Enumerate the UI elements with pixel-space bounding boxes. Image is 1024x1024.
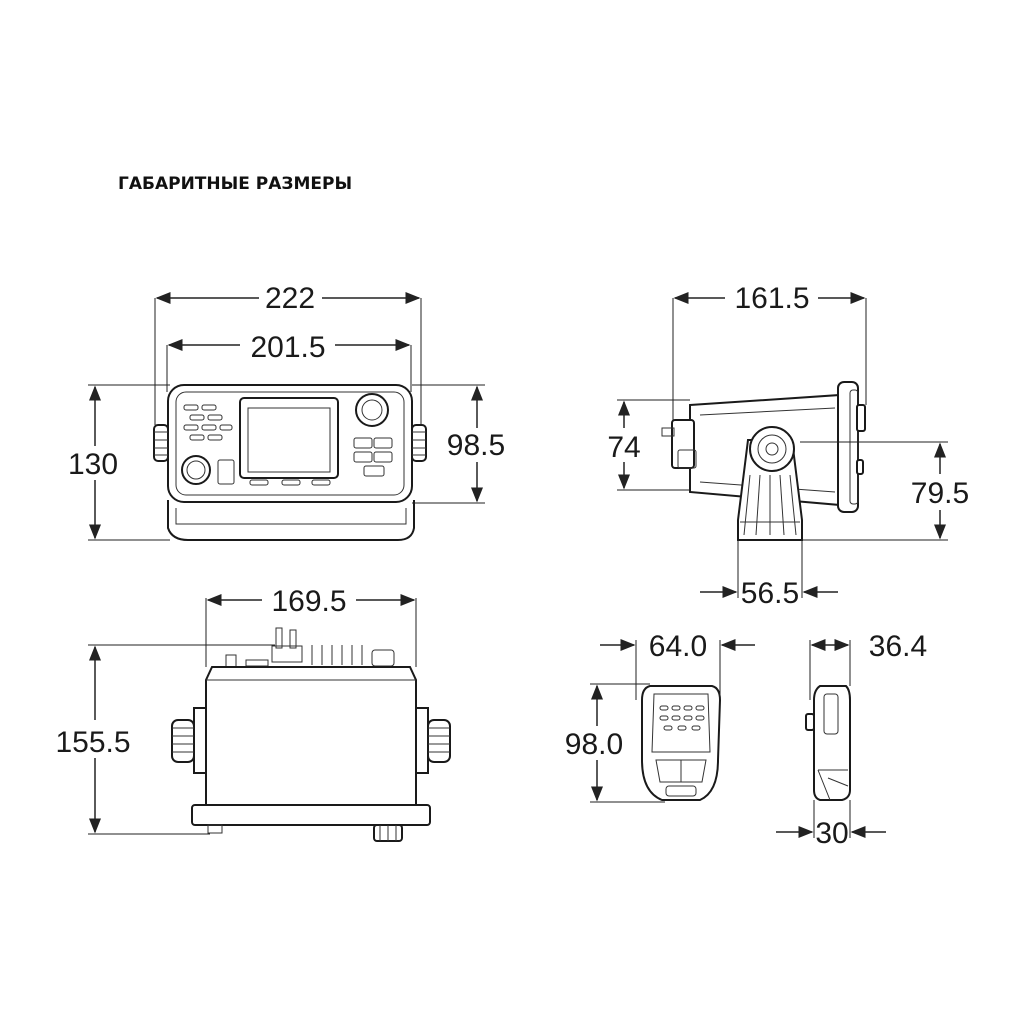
channel-knob: [355, 393, 389, 427]
microphone-front-view: [641, 685, 722, 801]
dim-front-height-body: 98.5: [447, 429, 505, 462]
front-left-knob: [153, 424, 169, 462]
top-body: [205, 666, 417, 806]
top-view: [171, 627, 451, 842]
front-right-knob: [411, 424, 427, 462]
front-view-dimensions: 222 201.5 130 98.5: [68, 282, 505, 541]
dim-top-width: 169.5: [271, 585, 346, 618]
dim-side-bracket-width: 56.5: [741, 577, 799, 610]
front-bracket: [167, 500, 415, 541]
microphone-front-dimensions: 64.0 98.0: [565, 630, 755, 803]
top-view-dimensions: 169.5 155.5: [55, 585, 417, 835]
dim-mic-width: 64.0: [649, 630, 707, 663]
front-screen: [239, 397, 339, 479]
top-right-knob: [427, 719, 451, 763]
speaker-grille: [183, 404, 233, 441]
top-left-knob: [171, 719, 195, 763]
dim-front-height-total: 130: [68, 448, 118, 481]
side-view: [661, 381, 866, 541]
microphone-side-dimensions: 36.4 30: [776, 630, 927, 850]
dim-side-height-body: 74: [607, 431, 640, 464]
microphone-side-view: [805, 685, 851, 801]
drawing-title: ГАБАРИТНЫЕ РАЗМЕРЫ: [118, 174, 353, 194]
dim-front-width-body: 201.5: [250, 331, 325, 364]
dim-side-height-bracket: 79.5: [911, 477, 969, 510]
dim-mic-height: 98.0: [565, 728, 623, 761]
side-bracket-knob: [749, 426, 795, 472]
dim-side-depth: 161.5: [734, 282, 809, 315]
mic-connector: [181, 455, 211, 485]
mic-side-body: [813, 685, 851, 801]
dim-front-width-total: 222: [265, 282, 315, 315]
side-view-dimensions: 161.5 74 79.5 56.5: [607, 282, 969, 610]
front-view: [153, 384, 427, 541]
dim-mic-side-depth: 36.4: [869, 630, 927, 663]
dim-mic-side-base: 30: [815, 817, 848, 850]
mic-body: [641, 685, 722, 801]
dim-top-depth: 155.5: [55, 726, 130, 759]
